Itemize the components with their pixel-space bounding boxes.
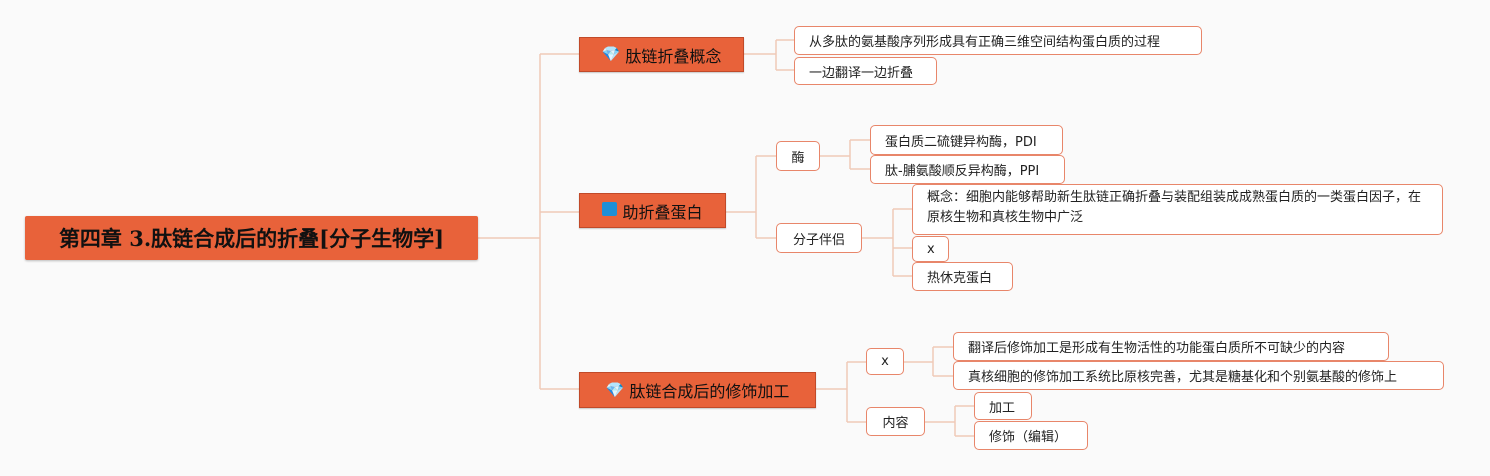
- branch-fold-concept[interactable]: 💎 肽链折叠概念: [579, 37, 744, 72]
- leaf-ppi[interactable]: 肽-脯氨酸顺反异构酶，PPI: [870, 155, 1065, 184]
- leaf-heat-shock-protein[interactable]: 热休克蛋白: [912, 262, 1013, 291]
- subtopic-enzyme[interactable]: 酶: [776, 141, 820, 171]
- diamond-icon: 💎: [605, 380, 625, 399]
- root-topic-label: 第四章 3.肽链合成后的折叠[分子生物学]: [58, 226, 445, 251]
- leaf-translate-fold[interactable]: 一边翻译一边折叠: [794, 57, 937, 85]
- branch-label: 助折叠蛋白: [622, 202, 703, 222]
- subtopic-chaperone[interactable]: 分子伴侣: [776, 223, 862, 253]
- leaf-pdi[interactable]: 蛋白质二硫键异构酶，PDI: [870, 125, 1063, 155]
- diamond-icon: 💎: [601, 45, 621, 63]
- root-topic[interactable]: 第四章 3.肽链合成后的折叠[分子生物学]: [25, 216, 478, 260]
- leaf-processing[interactable]: 加工: [974, 392, 1032, 420]
- branch-post-modification[interactable]: 💎 肽链合成后的修饰加工: [579, 372, 816, 408]
- leaf-modification-essential[interactable]: 翻译后修饰加工是形成有生物活性的功能蛋白质所不可缺少的内容: [953, 332, 1389, 361]
- leaf-eukaryote-system[interactable]: 真核细胞的修饰加工系统比原核完善，尤其是糖基化和个别氨基酸的修饰上: [953, 361, 1444, 390]
- subtopic-content[interactable]: 内容: [866, 407, 925, 436]
- leaf-chaperone-x[interactable]: x: [912, 236, 949, 262]
- branch-label: 肽链折叠概念: [625, 46, 722, 66]
- leaf-concept-definition[interactable]: 从多肽的氨基酸序列形成具有正确三维空间结构蛋白质的过程: [794, 26, 1202, 55]
- leaf-modification-editing[interactable]: 修饰（编辑）: [974, 421, 1088, 450]
- blue-square-icon: [602, 202, 618, 219]
- leaf-chaperone-concept[interactable]: 概念：细胞内能够帮助新生肽链正确折叠与装配组装成成熟蛋白质的一类蛋白因子，在原核…: [912, 184, 1443, 235]
- subtopic-x[interactable]: x: [866, 348, 904, 375]
- branch-label: 肽链合成后的修饰加工: [629, 382, 790, 401]
- branch-folding-helper[interactable]: 助折叠蛋白: [579, 193, 726, 228]
